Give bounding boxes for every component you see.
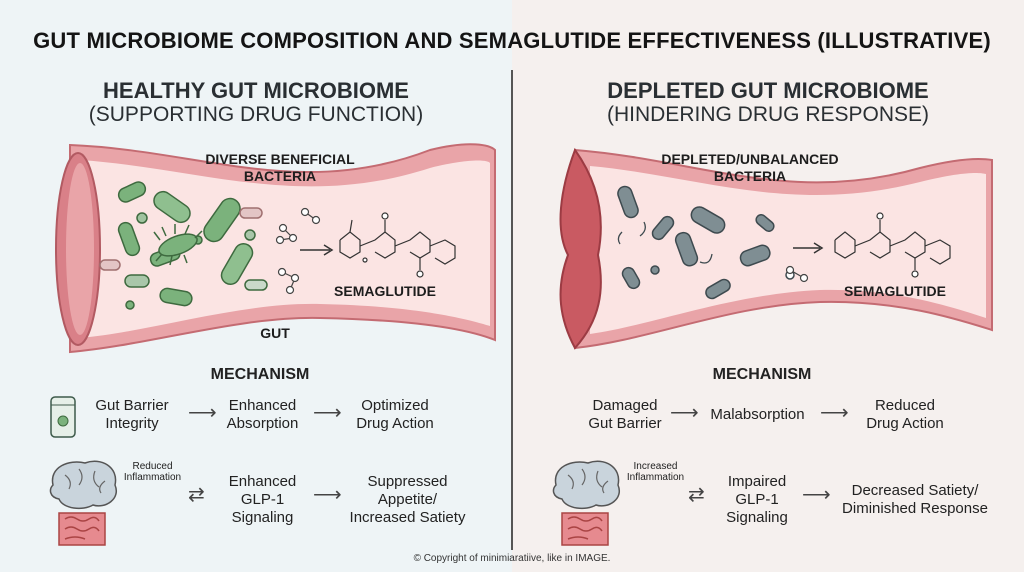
healthy-arrow-1: ⟶ — [188, 402, 217, 424]
healthy-bacteria-cluster — [99, 181, 268, 310]
healthy-step-satiety: Suppressed Appetite/ Increased Satiety — [349, 473, 466, 526]
depleted-inflammation-label: Increased Inflammation — [626, 461, 685, 483]
main-title: GUT MICROBIOME COMPOSITION AND SEMAGLUTI… — [33, 28, 991, 53]
healthy-brain-gut-icon — [49, 460, 118, 546]
healthy-semaglutide-molecule — [339, 212, 456, 278]
depleted-semaglutide-molecule — [834, 212, 951, 278]
depleted-arrow-2: ⟶ — [820, 402, 849, 424]
depleted-brain-gut-icon — [552, 460, 621, 546]
healthy-arrow-3: ⟶ — [313, 484, 342, 506]
healthy-flagellated-bacterium — [153, 224, 203, 266]
healthy-step-absorption: Enhanced Absorption — [226, 397, 299, 432]
gut-label: GUT — [260, 325, 290, 341]
depleted-mechanism-heading: MECHANISM — [712, 366, 812, 383]
healthy-semaglutide-label: SEMAGLUTIDE — [334, 283, 436, 299]
depleted-bacteria-label: DEPLETED/UNBALANCED BACTERIA — [661, 151, 839, 184]
healthy-subheading: (SUPPORTING DRUG FUNCTION) — [88, 103, 424, 126]
depleted-semaglutide-label: SEMAGLUTIDE — [844, 283, 946, 299]
healthy-heading: HEALTHY GUT MICROBIOME — [103, 78, 409, 103]
panel-divider — [511, 70, 513, 550]
healthy-step-glp1: Enhanced GLP-1 Signaling — [228, 473, 297, 526]
depleted-small-molecules — [785, 265, 809, 283]
healthy-bidirectional-arrow: ⇄ — [188, 484, 205, 506]
depleted-bidirectional-arrow: ⇄ — [688, 484, 705, 506]
depleted-heading: DEPLETED GUT MICROBIOME — [607, 78, 929, 103]
depleted-step-barrier: Damaged Gut Barrier — [588, 397, 662, 432]
depleted-arrow-1: ⟶ — [670, 402, 699, 424]
healthy-small-molecules — [275, 207, 321, 295]
healthy-arrow-2: ⟶ — [313, 402, 342, 424]
healthy-step-drug-action: Optimized Drug Action — [356, 397, 434, 432]
depleted-bacteria-cluster — [617, 185, 795, 300]
depleted-gut-opening — [559, 147, 602, 350]
copyright-notice: © Copyright of minimiaratiive, like in I… — [413, 553, 611, 564]
depleted-step-glp1: Impaired GLP-1 Signaling — [726, 473, 788, 526]
depleted-step-malabsorption: Malabsorption — [710, 406, 805, 423]
depleted-step-satiety: Decreased Satiety/ Diminished Response — [842, 482, 988, 517]
depleted-gut-lumen — [590, 166, 986, 334]
depleted-subheading: (HINDERING DRUG RESPONSE) — [606, 103, 930, 126]
healthy-inflammation-label: Reduced Inflammation — [123, 461, 182, 483]
healthy-mechanism-heading: MECHANISM — [210, 366, 310, 383]
cell-icon — [50, 396, 76, 438]
healthy-step-barrier: Gut Barrier Integrity — [95, 397, 169, 432]
depleted-arrow-3: ⟶ — [802, 484, 831, 506]
depleted-step-drug-action: Reduced Drug Action — [866, 397, 944, 432]
healthy-bacteria-label: DIVERSE BENEFICIAL BACTERIA — [205, 151, 355, 184]
